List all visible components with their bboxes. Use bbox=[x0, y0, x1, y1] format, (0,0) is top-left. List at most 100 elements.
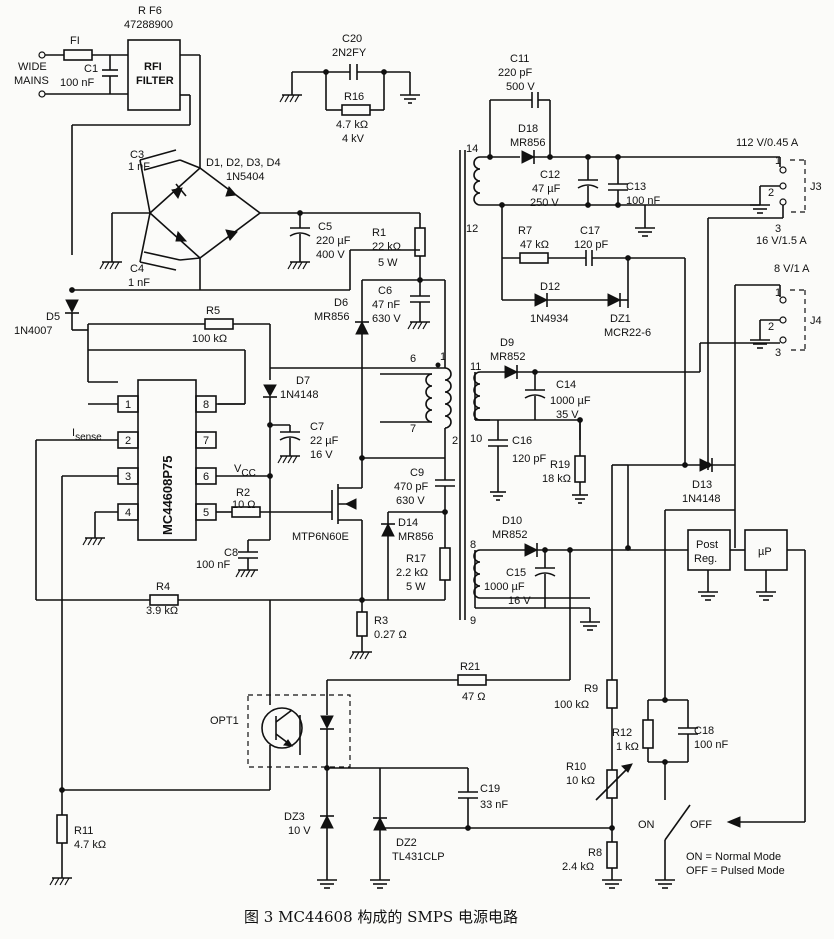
label-r7: R7 bbox=[518, 225, 532, 237]
label-c18-value: 100 nF bbox=[694, 739, 729, 751]
label-c6-value1: 47 nF bbox=[372, 299, 400, 311]
label-r2: R2 bbox=[236, 487, 250, 499]
label-c19: C19 bbox=[480, 783, 500, 795]
label-vcc: VCC bbox=[234, 463, 256, 479]
label-c4-value: 1 nF bbox=[128, 277, 150, 289]
label-d7-pn: 1N4148 bbox=[280, 389, 319, 401]
label-j4-pin2: 2 bbox=[768, 321, 774, 333]
connector-j4 bbox=[700, 284, 806, 548]
labels: FI WIDE MAINS C1 100 nF R F6 47288900 RF… bbox=[14, 5, 822, 926]
label-r9-value: 100 kΩ bbox=[554, 699, 589, 711]
label-dz2: DZ2 bbox=[396, 837, 417, 849]
label-r19: R19 bbox=[550, 459, 570, 471]
secondary-112v bbox=[473, 92, 780, 300]
label-up: µP bbox=[758, 546, 772, 558]
label-c20: C20 bbox=[342, 33, 362, 45]
label-dz1: DZ1 bbox=[610, 313, 631, 325]
d13-diode bbox=[627, 345, 735, 548]
figure-caption: 图 3 MC44608 构成的 SMPS 电源电路 bbox=[244, 908, 518, 926]
label-t9: 9 bbox=[470, 615, 476, 627]
label-t7: 7 bbox=[410, 423, 416, 435]
label-r10-value: 10 kΩ bbox=[566, 775, 595, 787]
label-c8-value: 100 nF bbox=[196, 559, 231, 571]
label-t6: 6 bbox=[410, 353, 416, 365]
label-c7: C7 bbox=[310, 421, 324, 433]
label-c6-value2: 630 V bbox=[372, 313, 401, 325]
pin-5: 5 bbox=[203, 507, 209, 519]
label-c19-value: 33 nF bbox=[480, 799, 508, 811]
label-c12-value1: 47 µF bbox=[532, 183, 561, 195]
label-r17: R17 bbox=[406, 553, 426, 565]
label-c3-value: 1 nF bbox=[128, 161, 150, 173]
label-d6-pn: MR856 bbox=[314, 311, 349, 323]
label-d10: D10 bbox=[502, 515, 522, 527]
label-bridge-pn: 1N5404 bbox=[226, 171, 265, 183]
label-c14: C14 bbox=[556, 379, 576, 391]
connector-j3 bbox=[707, 157, 806, 470]
label-c15: C15 bbox=[506, 567, 526, 579]
r3-current-sense bbox=[349, 611, 372, 660]
c20-r16-network bbox=[279, 64, 420, 116]
label-r8: R8 bbox=[588, 847, 602, 859]
primary-snubber bbox=[355, 213, 445, 458]
label-r8-value: 2.4 kΩ bbox=[562, 861, 594, 873]
label-t1: 1 bbox=[440, 351, 446, 363]
r11-resistor bbox=[49, 790, 72, 886]
label-r12: R12 bbox=[612, 727, 632, 739]
pin-1: 1 bbox=[125, 399, 131, 411]
label-d18-pn: MR856 bbox=[510, 137, 545, 149]
label-c6: C6 bbox=[378, 285, 392, 297]
label-d12: D12 bbox=[540, 281, 560, 293]
label-c9: C9 bbox=[410, 467, 424, 479]
label-f1: FI bbox=[70, 35, 80, 47]
vcc-supply bbox=[235, 324, 445, 578]
pin-3: 3 bbox=[125, 471, 131, 483]
label-j3-pin2: 2 bbox=[768, 187, 774, 199]
label-d5-pn: 1N4007 bbox=[14, 325, 53, 337]
label-r1-value1: 22 kΩ bbox=[372, 241, 401, 253]
label-bridge: D1, D2, D3, D4 bbox=[206, 157, 281, 169]
label-c11-value1: 220 pF bbox=[498, 67, 533, 79]
label-r19-value: 18 kΩ bbox=[542, 473, 571, 485]
label-mosfet: MTP6N60E bbox=[292, 531, 349, 543]
drain-snubber bbox=[362, 458, 455, 601]
label-c9-value2: 630 V bbox=[396, 495, 425, 507]
label-r11: R11 bbox=[74, 825, 93, 837]
label-c20-value: 2N2FY bbox=[332, 47, 367, 59]
pin-8: 8 bbox=[203, 399, 209, 411]
label-r3: R3 bbox=[374, 615, 388, 627]
label-c14-value2: 35 V bbox=[556, 409, 579, 421]
label-isense: Isense bbox=[72, 427, 102, 443]
label-j4-pin3: 3 bbox=[775, 347, 781, 359]
label-t12: 12 bbox=[466, 223, 478, 235]
label-r1: R1 bbox=[372, 227, 386, 239]
label-d13: D13 bbox=[692, 479, 712, 491]
mosfet bbox=[330, 455, 445, 612]
secondary-8v bbox=[473, 543, 688, 680]
label-r2-value: 10 Ω bbox=[232, 499, 256, 511]
label-r4: R4 bbox=[156, 581, 170, 593]
label-r4-value: 3.9 kΩ bbox=[146, 605, 178, 617]
label-c17-value: 120 pF bbox=[574, 239, 609, 251]
label-r16-value2: 4 kV bbox=[342, 133, 365, 145]
label-t2: 2 bbox=[452, 435, 458, 447]
label-r9: R9 bbox=[584, 683, 598, 695]
label-dz1-pn: MCR22-6 bbox=[604, 327, 651, 339]
feedback-network bbox=[59, 600, 612, 889]
label-rfi: RFI bbox=[144, 61, 162, 73]
label-j3-pin3: 3 bbox=[775, 223, 781, 235]
label-c11-value2: 500 V bbox=[506, 81, 535, 93]
label-j3-pin1: 1 bbox=[775, 155, 781, 167]
pin-7: 7 bbox=[203, 435, 209, 447]
label-j3: J3 bbox=[810, 181, 822, 193]
label-d6: D6 bbox=[334, 297, 348, 309]
label-dz3-value: 10 V bbox=[288, 825, 311, 837]
voltage-divider bbox=[595, 464, 633, 889]
label-d5: D5 bbox=[46, 311, 60, 323]
label-c1: C1 bbox=[84, 63, 98, 75]
label-c15-value1: 1000 µF bbox=[484, 581, 525, 593]
label-c15-value2: 16 V bbox=[508, 595, 531, 607]
label-r5-value: 100 kΩ bbox=[192, 333, 227, 345]
